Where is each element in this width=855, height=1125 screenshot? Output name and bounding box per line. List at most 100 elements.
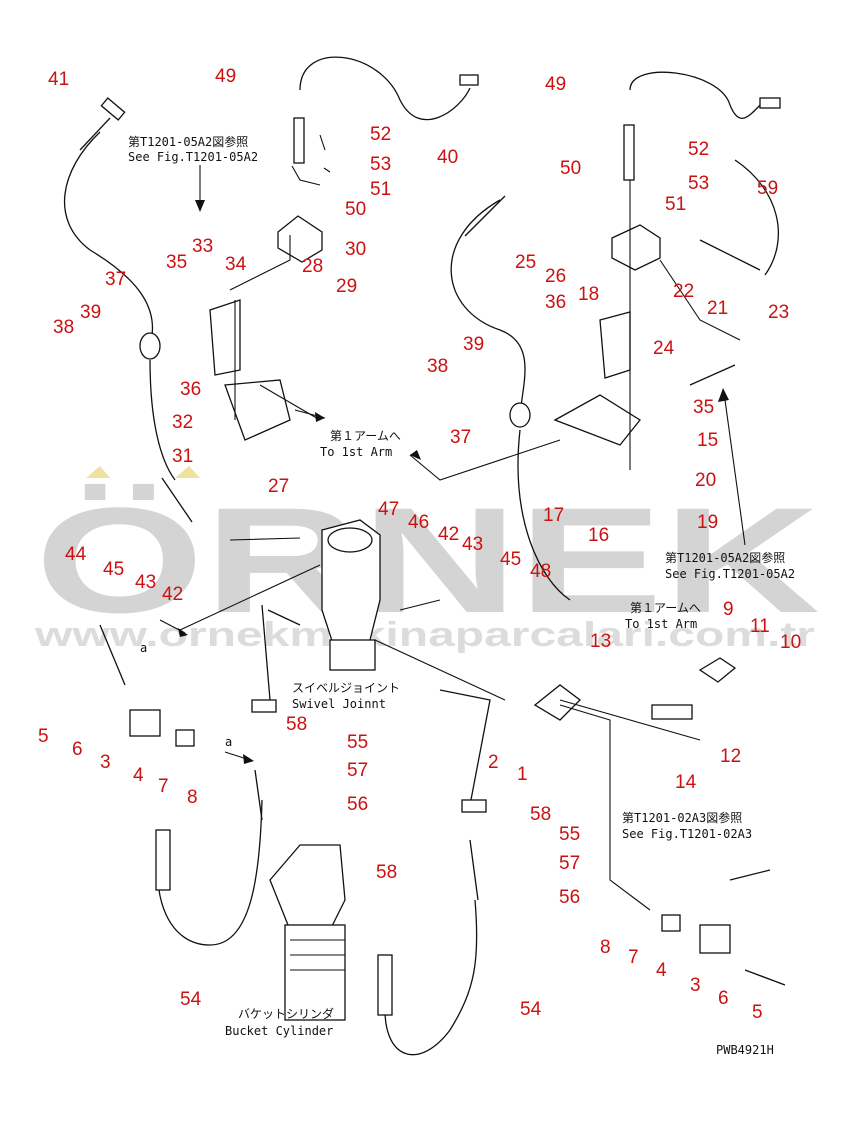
callout-number: 2 [488,752,499,773]
callout-number: 9 [723,599,734,620]
callout-number: 49 [215,66,236,87]
callout-number: 37 [105,269,126,290]
note-02a3-en: See Fig.T1201-02A3 [622,827,752,841]
callout-number: 33 [192,236,213,257]
callout-number: 38 [53,317,74,338]
callout-number: 22 [673,281,694,302]
callout-number: 4 [656,960,667,981]
callout-number: 40 [437,147,458,168]
block-12 [651,704,693,720]
callout-number: 7 [628,947,639,968]
leaders-center [179,537,506,701]
hose-41 [63,131,154,346]
callout-number: 6 [72,739,83,760]
clamp-left-pipe [251,699,277,713]
callout-number: 38 [427,356,448,377]
hose-49-right [629,71,766,119]
arrow-05a2-left-icon [195,200,205,212]
fitting-44 [161,477,193,523]
leaders-right [629,180,741,470]
callout-number: 23 [768,302,789,323]
callout-number: 54 [520,999,542,1020]
callout-number: 6 [718,988,729,1009]
callout-number: 31 [172,446,193,467]
callout-number: 54 [180,989,202,1010]
flange-59 [759,97,781,109]
fitting-56-left [254,769,263,821]
callout-number: 1 [517,764,528,785]
bucket-cylinder-head [269,844,346,931]
hose-41-lower [149,359,176,481]
note-to-arm-en-left: To 1st Arm [320,445,392,459]
callout-number: 8 [187,787,198,808]
callout-number: 50 [345,199,366,220]
callout-number: 10 [780,632,801,653]
callout-number: 28 [302,256,323,277]
callout-number: 8 [600,937,611,958]
clamp-right-pipe [461,799,487,813]
hose-41-fitting [79,117,111,151]
swivel-joint-top [327,527,373,553]
note-to-arm-en-right: To 1st Arm [625,617,697,631]
callout-number: 26 [545,266,566,287]
note-bucket-jp: バケットシリンダ [238,1006,334,1021]
callout-number: 46 [408,512,429,533]
note-05a2-en-left: See Fig.T1201-05A2 [128,150,258,164]
arrow-to-arm-left-icon [315,412,325,422]
fitting-21 [699,239,761,271]
callout-number: 13 [590,631,611,652]
notes: 第T1201-05A2図参照 See Fig.T1201-05A2 第１アームへ… [128,134,795,1057]
arrow-a-2-icon [243,754,254,764]
line-art [63,56,786,1056]
arrow-a-1-icon [178,628,188,637]
callout-number: 45 [500,549,521,570]
fitting-40 [464,195,506,237]
note-05a2-jp-right: 第T1201-05A2図参照 [665,550,785,565]
callout-number: 55 [347,732,368,753]
block-7-right [661,914,681,932]
callout-number: 32 [172,412,193,433]
callout-number: 5 [38,726,49,747]
note-05a2-en-right: See Fig.T1201-05A2 [665,567,795,581]
callout-number: 44 [65,544,87,565]
callout-number: 7 [158,776,169,797]
callout-number: 57 [559,853,580,874]
note-to-arm-jp-right: 第１アームへ [630,601,701,615]
fitting-56-right [469,839,479,901]
callout-number: 24 [653,338,675,359]
callout-number: 42 [438,524,459,545]
callout-number: 52 [688,139,709,160]
callout-number: 58 [376,862,397,883]
callout-number: 58 [286,714,307,735]
watermark-accent-right-icon [175,466,200,478]
note-swivel-en: Swivel Joinnt [292,697,386,711]
callout-number: 4 [133,765,144,786]
callout-number: 35 [693,397,714,418]
bracket-15 [553,394,641,446]
callout-number: 45 [103,559,124,580]
callout-number: 36 [180,379,201,400]
hose-49-left [299,56,471,121]
block-30 [277,215,323,263]
callout-number: 12 [720,746,741,767]
callout-number: 41 [48,69,69,90]
leader-05a2-right [724,399,746,546]
callout-number: 17 [543,505,564,526]
callout-number: 56 [559,887,580,908]
watermark-accent-left-icon [86,466,110,478]
note-to-arm-jp-left: 第１アームへ [330,429,401,443]
note-bucket-en: Bucket Cylinder [225,1024,333,1038]
callout-number: 34 [225,254,247,275]
callout-number: 29 [336,276,357,297]
block-18 [611,224,661,271]
callout-number: 42 [162,584,183,605]
callout-number: 35 [166,252,187,273]
callout-number: 43 [135,572,156,593]
note-swivel-jp: スイベルジョイント [292,681,400,695]
fitting-5-left [99,624,126,686]
callout-number: 39 [80,302,101,323]
callout-number: 19 [697,512,718,533]
bracket-36-right [599,311,631,379]
callout-number: 36 [545,292,566,313]
